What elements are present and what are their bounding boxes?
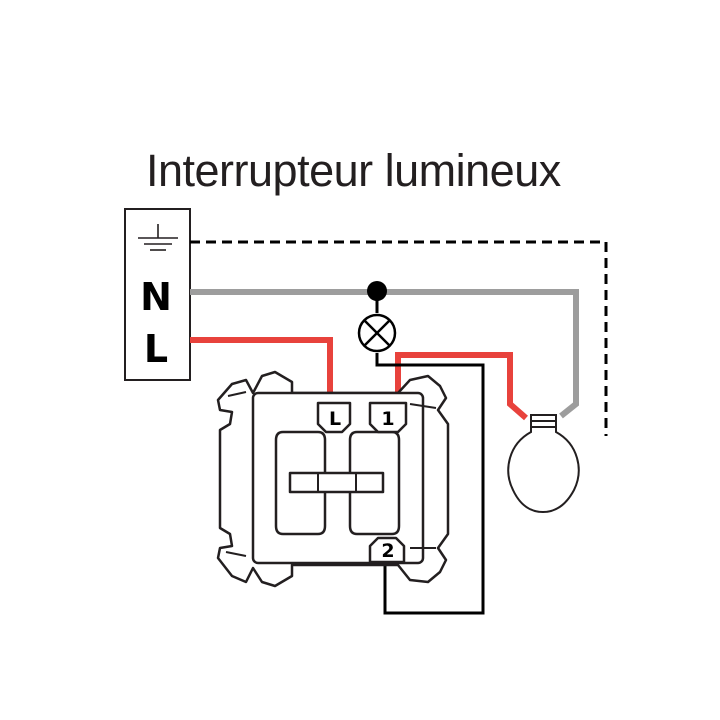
light-bulb-icon [507,414,580,514]
terminal-1: 1 [368,401,408,434]
svg-text:L: L [329,408,341,430]
earth-wire [190,240,608,436]
earth-symbol-icon [138,224,178,251]
svg-text:2: 2 [381,540,394,562]
indicator-lamp-icon [357,313,397,353]
switched-live-wire [395,352,528,421]
neutral-label: N [140,275,172,319]
svg-text:1: 1 [381,408,394,430]
terminal-2: 2 [368,536,406,564]
live-wire-supply [190,337,333,403]
switch-loop-wire [375,353,485,615]
terminal-live: L [316,401,352,434]
junction-dot [367,281,387,301]
supply-block: N L [124,208,191,381]
diagram-title: Interrupteur lumineux [146,145,561,196]
live-label: L [144,327,168,371]
